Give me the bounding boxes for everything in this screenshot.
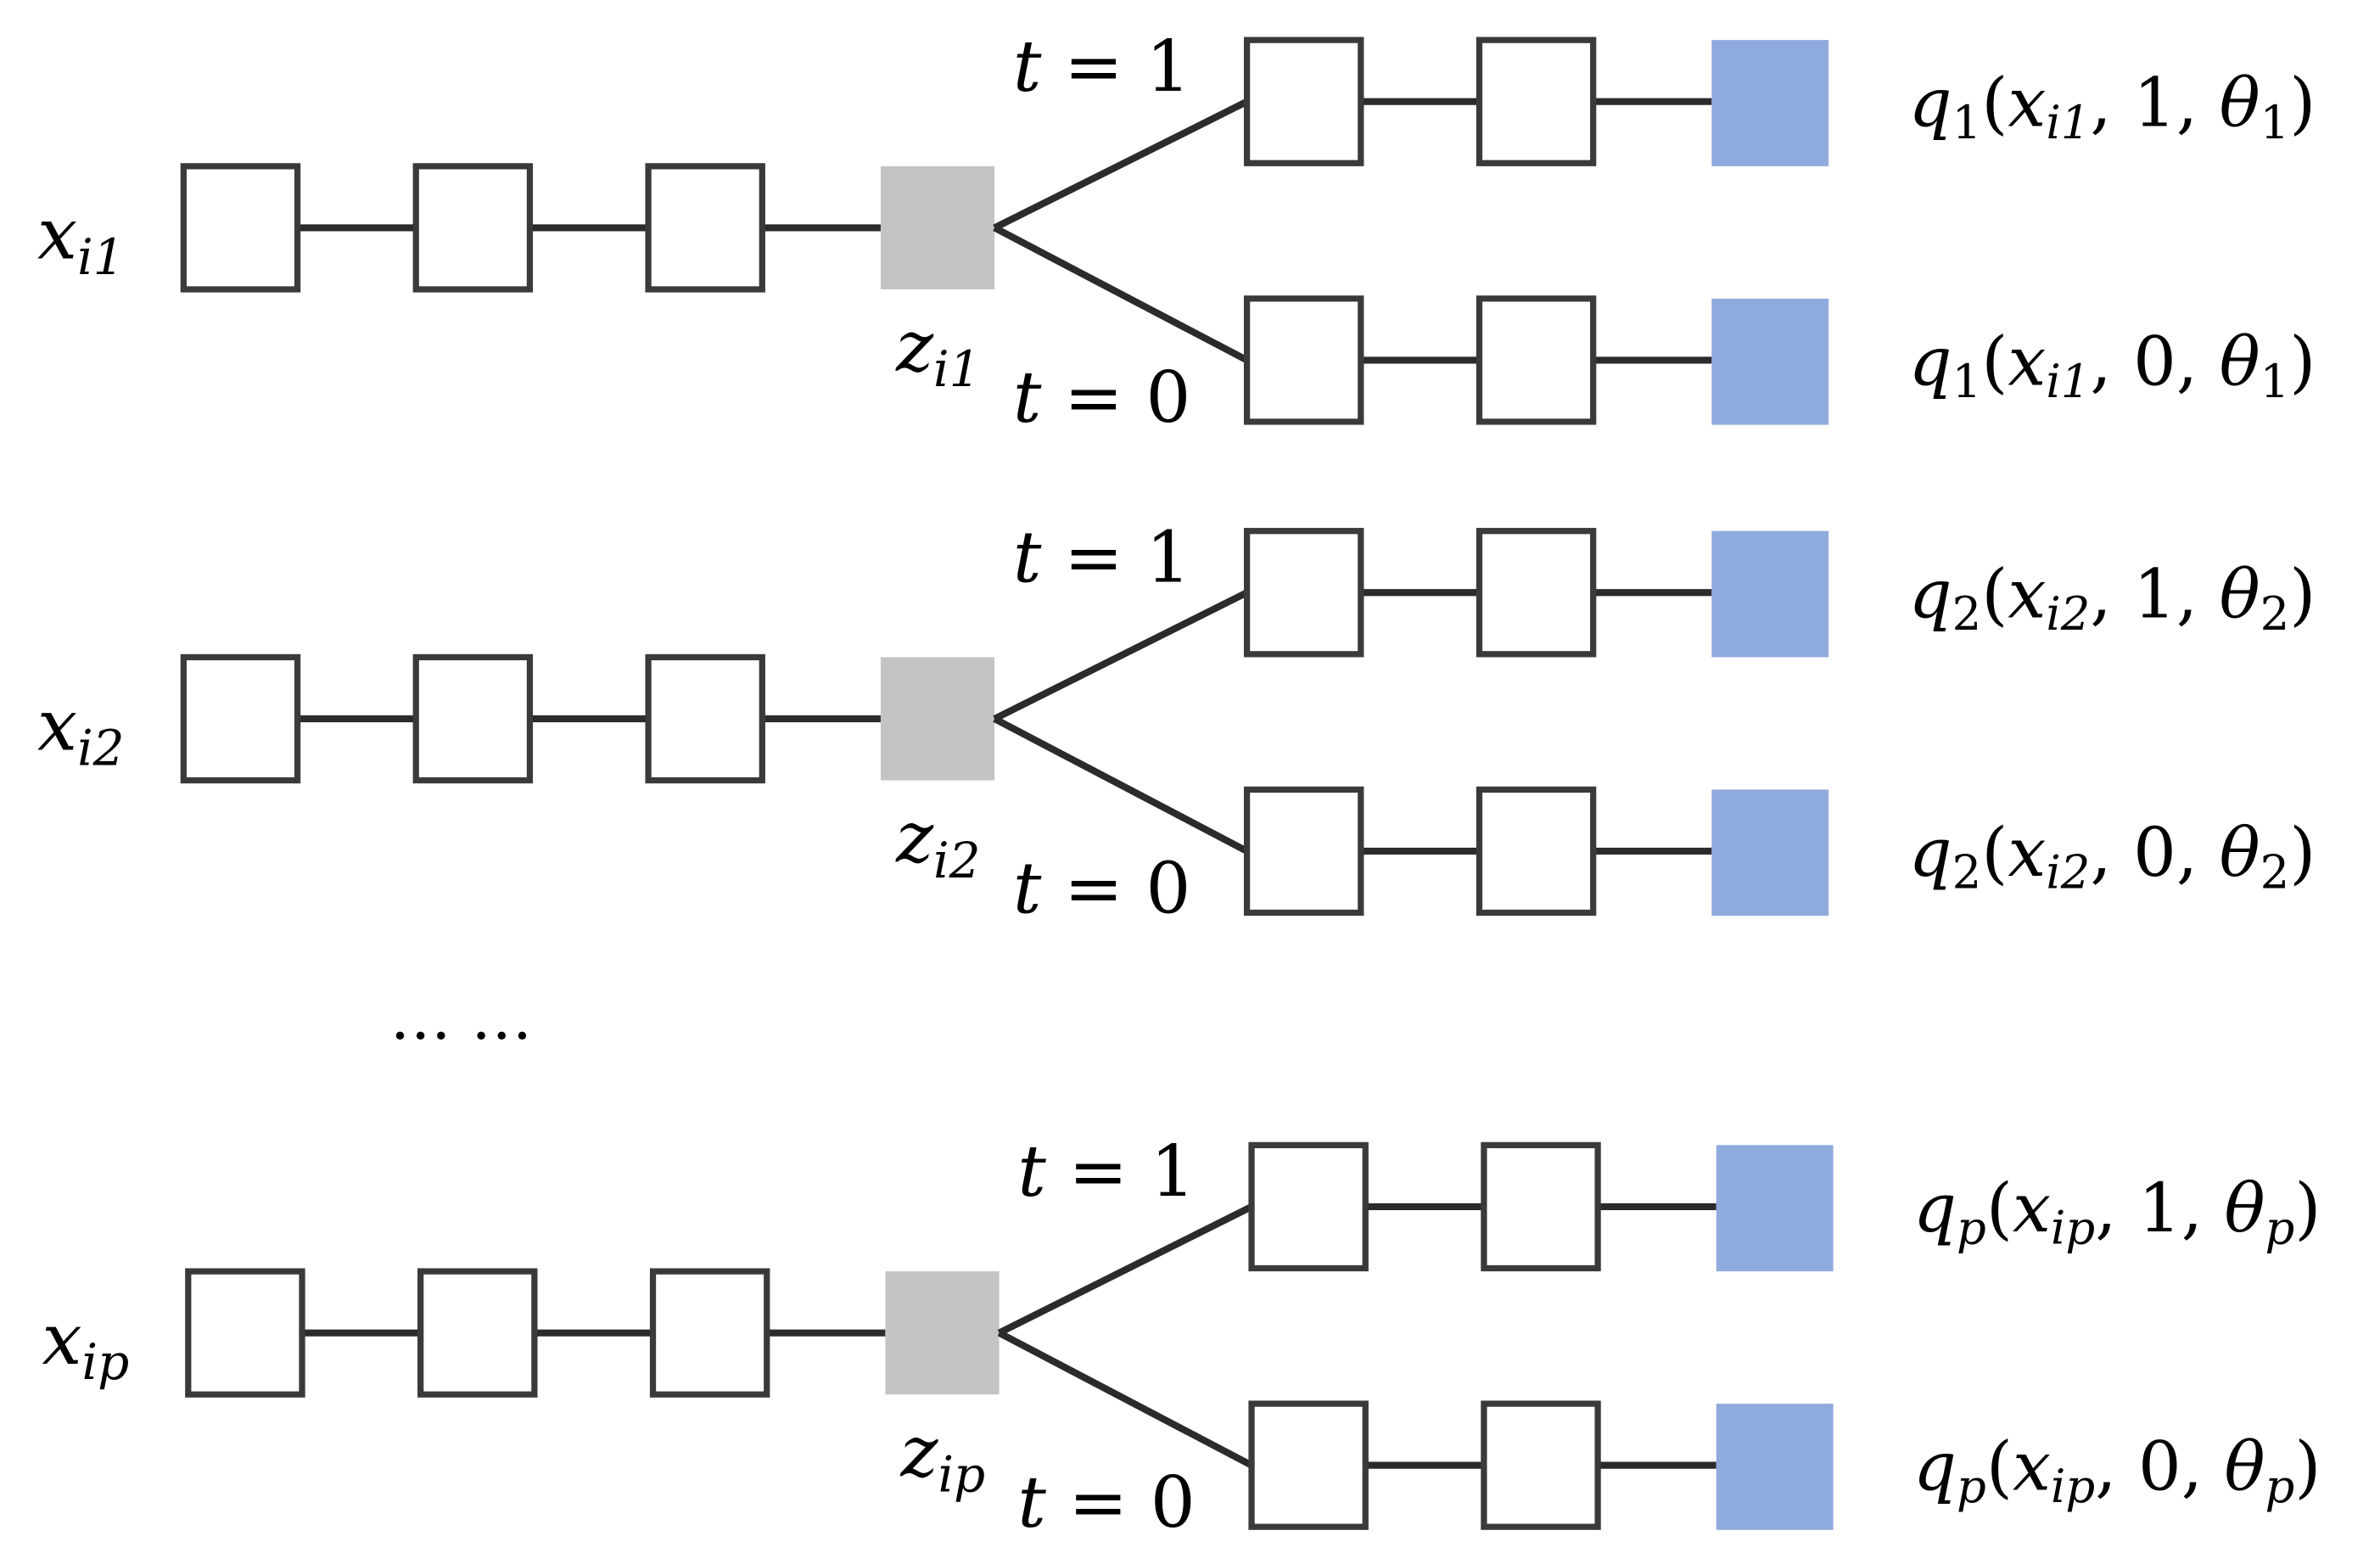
output-node — [1711, 40, 1829, 166]
t-equals-1-label: t = 1 — [1013, 517, 1191, 599]
output-formula-label: q2(xi2, 0, θ2) — [1908, 813, 2316, 900]
branch-hidden-node — [1243, 528, 1364, 658]
treatment-branch-edge — [997, 1330, 1253, 1469]
input-layer-node — [417, 1268, 538, 1398]
branch-hidden-node — [1476, 36, 1597, 166]
branch-hidden-node — [1243, 295, 1364, 425]
treatment-branch-edge — [993, 589, 1249, 722]
latent-node — [880, 657, 995, 781]
branch-hidden-node — [1476, 528, 1597, 658]
input-layer-node — [180, 163, 301, 293]
input-layer-node — [412, 163, 534, 293]
treatment-branch-edge — [993, 715, 1249, 855]
latent-variable-label: zip — [900, 1410, 986, 1503]
latent-node — [885, 1271, 1000, 1395]
treatment-branch-edge — [997, 1203, 1253, 1337]
branch-hidden-node — [1481, 1400, 1601, 1530]
treatment-branch-edge — [993, 98, 1249, 232]
input-layer-node — [412, 653, 534, 784]
output-node — [1711, 298, 1829, 425]
latent-variable-label: zi2 — [895, 797, 980, 889]
row-3: t = 1 qp(xip, 1, θp) t = 0 qp(xip, 0, θp) xi… — [42, 1130, 2321, 1544]
t-equals-0-label: t = 0 — [1017, 1461, 1196, 1544]
network-rows: t = 1 q1(xi1, 1, θ1) t = 0 q1(xi1, 0, θ1) xi… — [37, 25, 2321, 1544]
ellipsis: … … — [389, 983, 532, 1054]
branch-hidden-node — [1476, 786, 1597, 917]
output-formula-label: qp(xip, 1, θp) — [1913, 1169, 2321, 1255]
input-variable-label: xip — [42, 1298, 129, 1391]
row-2: t = 1 q2(xi2, 1, θ2) t = 0 q2(xi2, 0, θ2) xi… — [37, 517, 2316, 930]
branch-hidden-node — [1243, 786, 1364, 917]
branch-hidden-node — [1243, 36, 1364, 166]
output-formula-label: q1(xi1, 0, θ1) — [1908, 322, 2316, 408]
branch-hidden-node — [1481, 1141, 1601, 1272]
t-equals-1-label: t = 1 — [1013, 25, 1191, 108]
input-variable-label: xi1 — [37, 193, 125, 286]
treatment-branch-edge — [993, 224, 1249, 364]
input-layer-node — [645, 653, 765, 784]
output-node — [1711, 530, 1829, 658]
t-equals-0-label: t = 0 — [1013, 848, 1191, 930]
latent-variable-label: zi1 — [895, 306, 980, 398]
output-formula-label: q1(xi1, 1, θ1) — [1908, 64, 2316, 150]
input-layer-node — [649, 1268, 770, 1398]
branch-hidden-node — [1248, 1141, 1369, 1272]
output-node — [1716, 1145, 1834, 1272]
output-formula-label: qp(xip, 0, θp) — [1913, 1427, 2321, 1514]
input-layer-node — [180, 653, 301, 784]
branch-hidden-node — [1248, 1400, 1369, 1530]
input-variable-label: xi2 — [37, 684, 125, 776]
t-equals-0-label: t = 0 — [1013, 356, 1191, 439]
row-1: t = 1 q1(xi1, 1, θ1) t = 0 q1(xi1, 0, θ1) xi… — [37, 25, 2316, 439]
t-equals-1-label: t = 1 — [1017, 1130, 1196, 1213]
latent-node — [880, 165, 995, 289]
output-formula-label: q2(xi2, 1, θ2) — [1908, 554, 2316, 641]
branch-hidden-node — [1476, 295, 1597, 425]
input-layer-node — [645, 163, 765, 293]
output-node — [1716, 1404, 1834, 1530]
output-node — [1711, 789, 1829, 917]
input-layer-node — [185, 1268, 305, 1398]
